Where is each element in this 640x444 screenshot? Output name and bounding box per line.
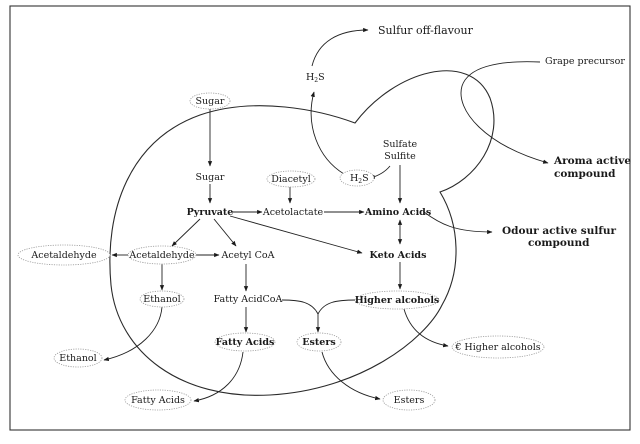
node-sugar: Sugar xyxy=(196,172,225,183)
amino-acids-label: Amino Acids xyxy=(364,207,431,218)
node-h2s-external: H2S xyxy=(306,72,325,84)
node-fatty-acid-coa: Fatty AcidCoA xyxy=(214,294,283,305)
grape-precursor-label: Grape precursor xyxy=(545,56,625,67)
node-h2s-internal: H2S xyxy=(339,169,375,187)
sugar-label: Sugar xyxy=(196,172,225,183)
h2s-internal-label: H2S xyxy=(350,173,369,185)
pyruvate-label: Pyruvate xyxy=(187,207,234,218)
fatty-acids-internal-label: Fatty Acids xyxy=(216,337,275,348)
sulfite-label: Sulfite xyxy=(384,151,416,162)
node-diacetyl: Diacetyl xyxy=(266,170,316,188)
ethanol-internal-label: Ethanol xyxy=(143,294,180,305)
odour-sulfur-label-line2: compound xyxy=(528,237,590,249)
esters-internal-label: Esters xyxy=(302,337,335,348)
acetaldehyde-internal-label: Acetaldehyde xyxy=(128,250,195,261)
node-ethanol-external: Ethanol xyxy=(53,348,103,368)
pathway-arrows xyxy=(103,27,549,403)
node-keto-acids: Keto Acids xyxy=(370,250,427,261)
ethanol-external-label: Ethanol xyxy=(59,353,96,364)
node-acetaldehyde-external: Acetaldehyde xyxy=(17,244,111,266)
fatty-acid-coa-label: Fatty AcidCoA xyxy=(214,294,283,305)
node-acetyl-coa: Acetyl CoA xyxy=(221,250,275,261)
node-sugar-top: Sugar xyxy=(189,92,231,110)
node-fatty-acids-internal: Fatty Acids xyxy=(214,332,276,352)
odour-sulfur-label-line1: Odour active sulfur xyxy=(502,225,616,237)
fatty-acids-external-label: Fatty Acids xyxy=(131,395,185,406)
node-ethanol-internal: Ethanol xyxy=(139,290,185,308)
diacetyl-label: Diacetyl xyxy=(271,174,310,185)
higher-alcohols-label: Higher alcohols xyxy=(355,295,440,306)
yeast-cell-outline xyxy=(109,70,495,396)
aroma-active-label-line1: Aroma active xyxy=(553,155,631,167)
acetaldehyde-external-label: Acetaldehyde xyxy=(30,250,97,261)
node-amino-acids: Amino Acids xyxy=(364,207,431,218)
node-acetolactate: Acetolactate xyxy=(262,207,324,218)
higher-alcohols-external-label: € Higher alcohols xyxy=(454,342,540,353)
aroma-active-label-line2: compound xyxy=(554,168,616,180)
node-esters-external: Esters xyxy=(382,389,436,411)
node-higher-alcohols: Higher alcohols xyxy=(354,290,440,310)
node-higher-alcohols-external: € Higher alcohols xyxy=(451,335,545,359)
sulfate-label: Sulfate xyxy=(383,139,418,150)
node-fatty-acids-external: Fatty Acids xyxy=(124,389,192,411)
node-pyruvate: Pyruvate xyxy=(187,207,234,218)
node-esters-internal: Esters xyxy=(296,332,342,352)
node-sulfate-sulfite: Sulfate Sulfite xyxy=(383,139,418,162)
sulfur-off-flavour-label: Sulfur off-flavour xyxy=(378,24,474,37)
acetolactate-label: Acetolactate xyxy=(262,207,324,218)
figure-frame xyxy=(9,5,631,431)
sugar-top-label: Sugar xyxy=(196,96,225,107)
node-acetaldehyde-internal: Acetaldehyde xyxy=(127,245,197,265)
keto-acids-label: Keto Acids xyxy=(370,250,427,261)
acetyl-coa-label: Acetyl CoA xyxy=(221,250,275,261)
esters-external-label: Esters xyxy=(394,395,425,406)
h2s-external-label: H2S xyxy=(306,72,325,84)
